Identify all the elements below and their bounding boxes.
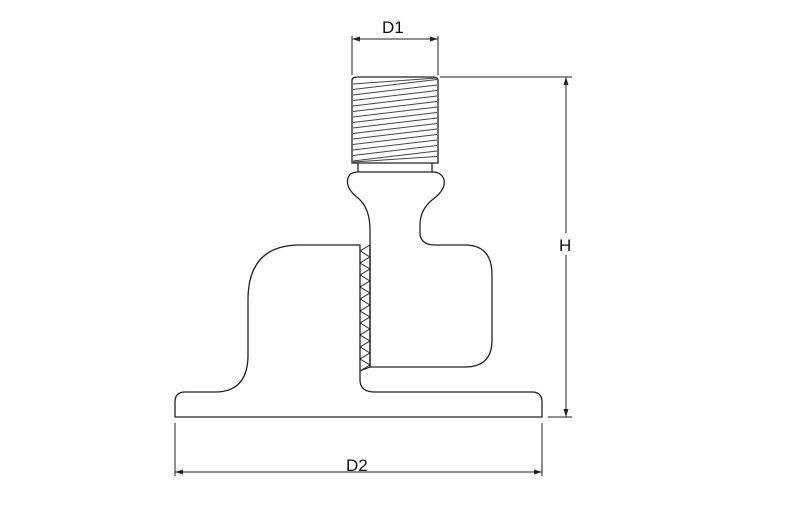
d1-label: D1	[382, 18, 404, 37]
dimension-d1: D1	[351, 18, 439, 75]
clamp-body-outline	[346, 171, 493, 368]
thread-section	[351, 76, 439, 172]
threaded-stud-outline	[351, 76, 439, 164]
dimension-h: H	[440, 76, 576, 418]
thread-lines	[352, 77, 438, 163]
d2-label: D2	[346, 456, 368, 475]
h-label: H	[559, 236, 571, 255]
serrated-jaw	[359, 244, 371, 372]
base-frame-outline	[174, 244, 543, 418]
dimension-d2: D2	[174, 423, 543, 476]
